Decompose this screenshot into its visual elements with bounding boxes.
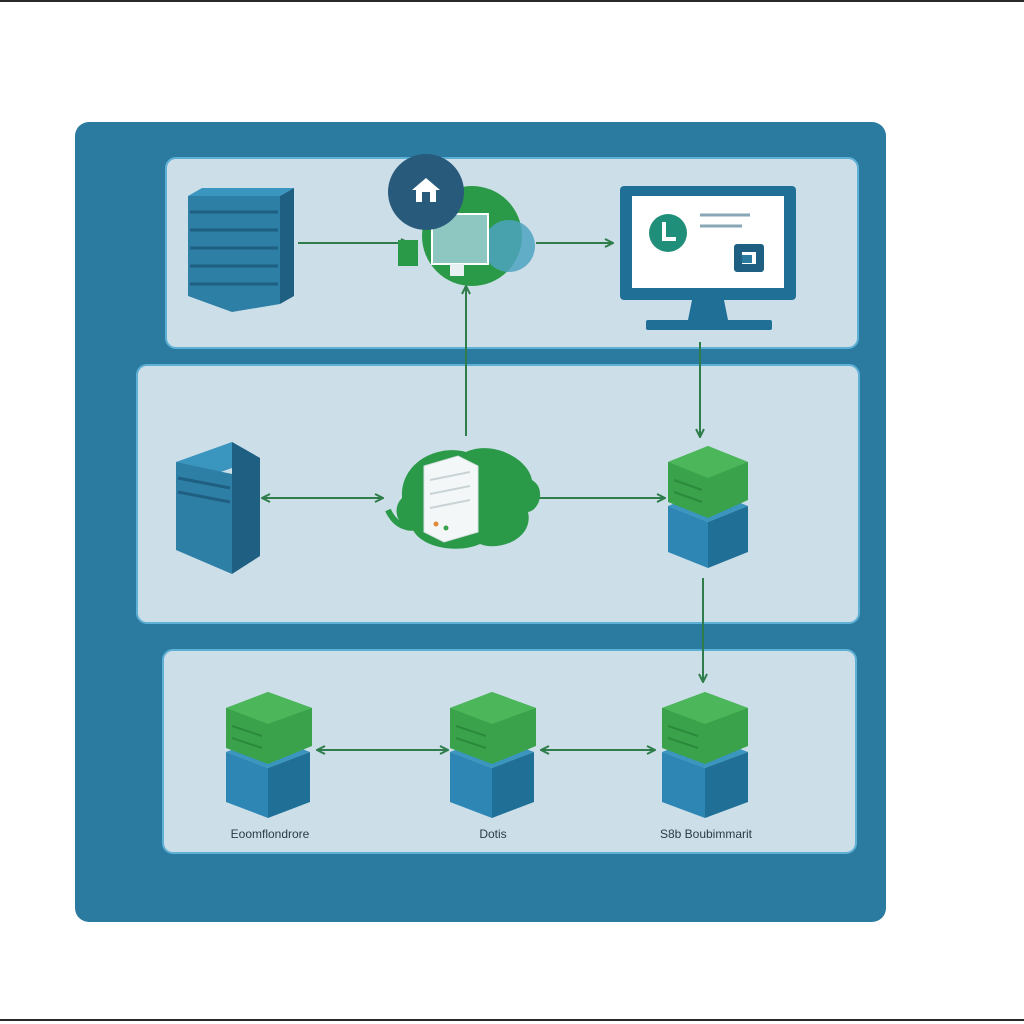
frame-bottom-border	[0, 1019, 1024, 1021]
frame-top-border	[0, 0, 1024, 2]
server-rack-icon	[188, 188, 294, 312]
module-cube-icon	[662, 692, 748, 818]
module-cube-icon	[668, 446, 748, 568]
home-icon	[388, 154, 464, 230]
connections	[263, 243, 703, 750]
monitor-icon	[620, 186, 796, 330]
module-right-label: S8b Boubimmarit	[660, 827, 753, 841]
module-cube-icon	[450, 692, 536, 818]
cloud-server-icon	[385, 448, 541, 549]
storage-icon	[176, 442, 260, 574]
module-cube-icon	[226, 692, 312, 818]
module-center-label: Dotis	[479, 827, 506, 841]
module-left-label: Eoomflondrore	[231, 827, 310, 841]
